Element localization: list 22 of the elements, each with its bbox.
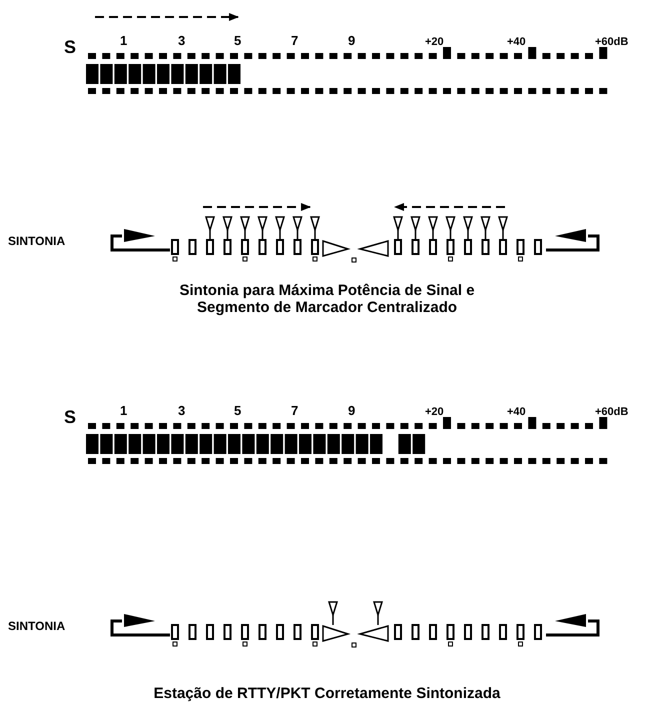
- scale-number: 7: [291, 34, 298, 48]
- scale-number: +60dB: [595, 36, 628, 48]
- scale-number: 3: [178, 34, 186, 48]
- scale-letter: S: [64, 38, 76, 58]
- scale-letter: S: [64, 408, 76, 428]
- scale-number: 1: [120, 404, 128, 418]
- scale-number: 9: [348, 34, 356, 48]
- scale-number: +20: [425, 36, 444, 48]
- scale-number: 5: [234, 404, 242, 418]
- scale-number: 3: [178, 404, 186, 418]
- scale-number: 7: [291, 404, 298, 418]
- control-label: SINTONIA: [8, 620, 66, 634]
- scale-number: +60dB: [595, 406, 628, 418]
- scale-number: +20: [425, 406, 444, 418]
- scale-number: 9: [348, 404, 356, 418]
- scale-number: 1: [120, 34, 128, 48]
- scale-number: +40: [507, 36, 526, 48]
- scale-number: 5: [234, 34, 242, 48]
- control-label: SINTONIA: [8, 235, 66, 248]
- caption: Sintonia para Máxima Potência de Sinal e Segmento de Marcador Centralizado: [178, 283, 476, 316]
- scale-number: +40: [507, 406, 526, 418]
- caption: Estação de RTTY/PKT Corretamente Sintonizada: [152, 686, 502, 702]
